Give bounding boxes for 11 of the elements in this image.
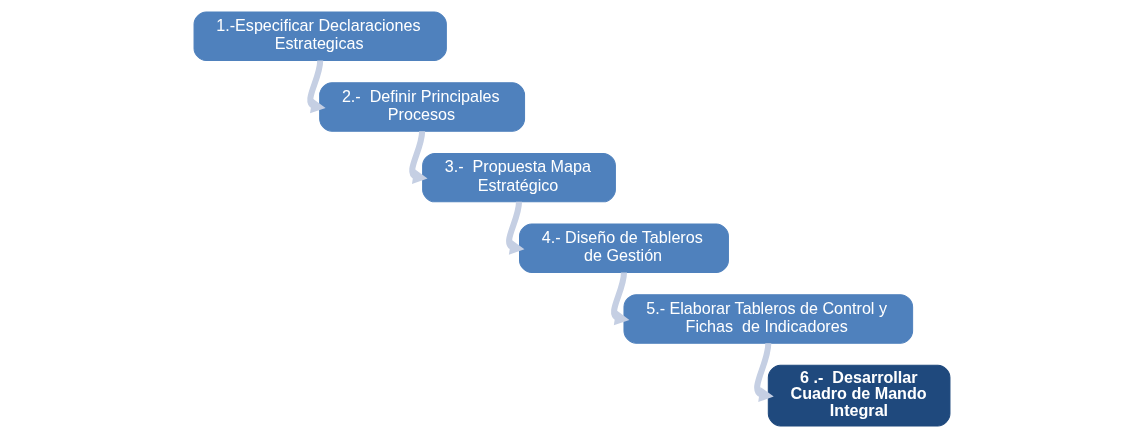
arrow (306, 60, 326, 114)
arrow (408, 130, 428, 184)
arrow (753, 342, 774, 403)
node-box: 3.- Propuesta Mapa Estratégico (421, 152, 616, 203)
node-box: 5.- Elaborar Tableros de Control y Fichas de Indicadores (622, 294, 913, 344)
node-box: 4.- Diseño de Tableros de Gestión (518, 223, 729, 273)
node-box: 1.-Especificar Declaraciones Estrategicas (193, 11, 447, 62)
arrow (505, 201, 524, 255)
node-box: 6 .- Desarrollar Cuadro de Mando Integral (767, 364, 950, 427)
arrow (610, 272, 629, 326)
node-box: 2.- Definir Principales Procesos (318, 82, 525, 132)
